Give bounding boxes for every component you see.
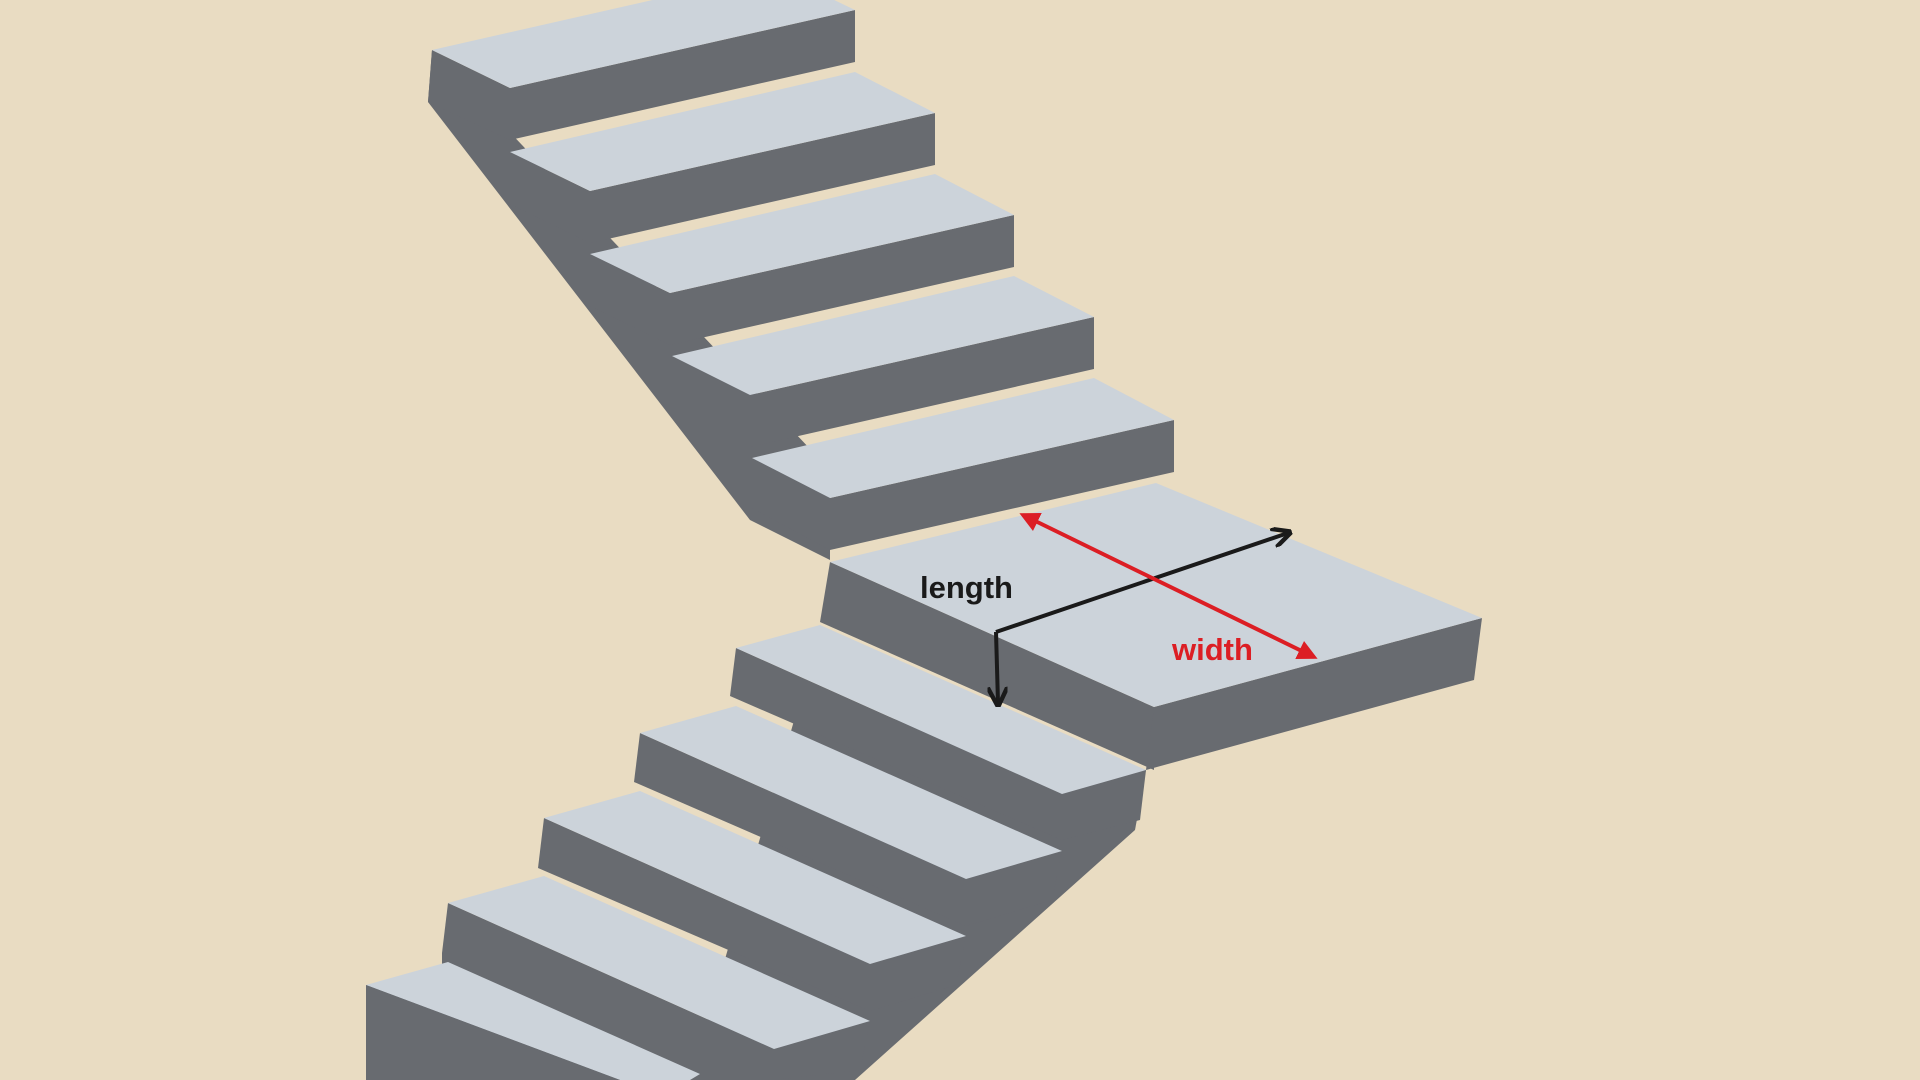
upper-step-5	[752, 378, 1174, 550]
lower-step-2	[634, 706, 1062, 926]
lower-flight	[366, 625, 1146, 1080]
upper-step-1	[428, 0, 855, 140]
upper-step-2	[510, 72, 935, 243]
width-label: width	[1171, 632, 1253, 667]
upper-step-4	[672, 276, 1094, 447]
lower-step-1	[730, 625, 1146, 840]
length-arrow-vertical	[996, 631, 998, 703]
landing-side-face	[1146, 618, 1482, 770]
upper-step-3	[590, 174, 1014, 345]
length-label: length	[920, 570, 1013, 605]
width-arrow	[1019, 513, 1318, 659]
lower-step-5	[366, 962, 700, 1080]
landing-front-face	[820, 562, 1154, 770]
lower-step-3	[538, 791, 966, 1011]
upper-flight	[428, 0, 1174, 560]
